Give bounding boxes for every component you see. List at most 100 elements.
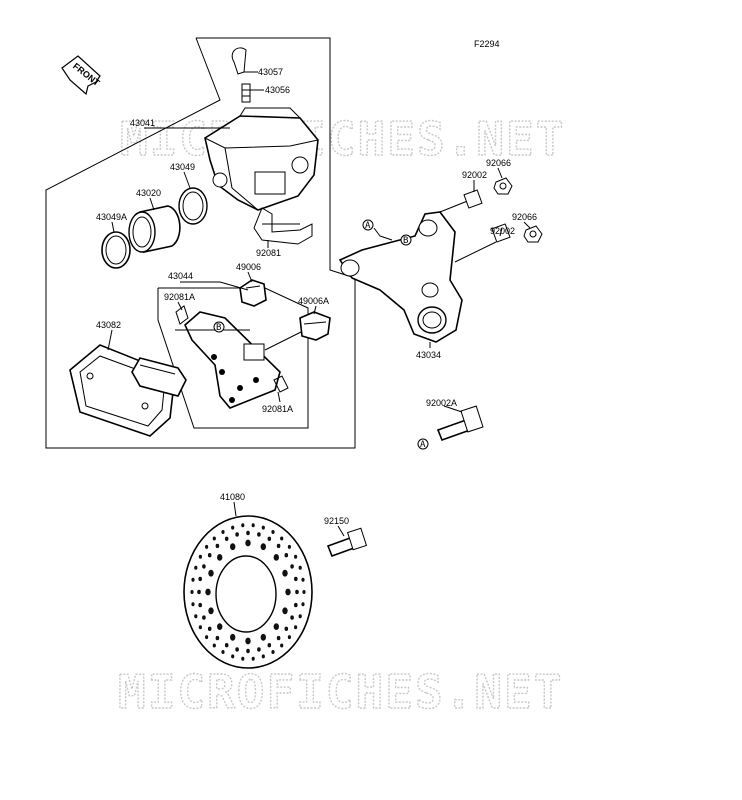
- disc-vent-hole: [246, 648, 250, 654]
- label-43082: 43082: [96, 320, 121, 330]
- svg-text:A: A: [365, 221, 371, 231]
- disc-vent-hole: [261, 654, 265, 659]
- disc-vent-hole: [230, 543, 236, 551]
- label-92081: 92081: [256, 248, 281, 258]
- disc-vent-hole: [205, 544, 209, 549]
- disc-vent-hole: [294, 625, 298, 630]
- label-92081A-top: 92081A: [164, 292, 195, 302]
- label-43034: 43034: [416, 350, 441, 360]
- watermark-bottom: MICROFICHES.NET: [118, 665, 563, 719]
- clip-92081A-bottom: [273, 375, 289, 393]
- disc-vent-hole: [298, 565, 302, 570]
- disc-vent-hole: [295, 589, 299, 595]
- label-49006A: 49006A: [298, 296, 329, 306]
- label-43049: 43049: [170, 162, 195, 172]
- label-92081A-bottom: 92081A: [262, 404, 293, 414]
- disc-vent-hole: [197, 589, 201, 595]
- disc-vent-hole: [284, 553, 289, 558]
- disc-vent-hole: [301, 577, 305, 582]
- disc-vent-hole: [191, 577, 195, 582]
- disc-vent-hole: [215, 543, 220, 549]
- piston: [128, 205, 181, 253]
- disc-vent-hole: [251, 656, 255, 661]
- disc-vent-hole: [271, 650, 275, 654]
- label-43056: 43056: [265, 85, 290, 95]
- label-92002-top: 92002: [462, 170, 487, 180]
- disc-vent-hole: [301, 602, 305, 607]
- brake-pads: [69, 344, 187, 437]
- caliper-body: [204, 107, 319, 211]
- disc-vent-hole: [198, 554, 202, 559]
- caliper-bracket: [338, 211, 463, 343]
- label-43057: 43057: [258, 67, 283, 77]
- disc-vent-hole: [290, 615, 294, 620]
- front-arrow-icon: FRONT: [61, 55, 102, 96]
- label-43049A: 43049A: [96, 212, 127, 222]
- disc-vent-hole: [302, 590, 306, 594]
- bleeder-valve: [241, 83, 251, 103]
- disc-vent-hole: [230, 633, 236, 641]
- bolt-92002A: [436, 405, 484, 442]
- disc-vent-hole: [273, 623, 279, 630]
- disc-vent-hole: [194, 614, 198, 619]
- disc-vent-hole: [282, 607, 288, 615]
- leader-lines: [107, 71, 531, 537]
- disc-vent-hole: [207, 626, 212, 631]
- disc-vent-hole: [245, 637, 251, 645]
- part-labels: 43057 43056 43041 43049 43020 43049A 920…: [96, 67, 537, 526]
- disc-vent-hole: [241, 656, 245, 661]
- disc-vent-hole: [261, 525, 265, 530]
- disc-vent-hole: [231, 525, 235, 530]
- disc-vent-hole: [241, 523, 245, 528]
- caliper-assembly-outline: [45, 37, 356, 449]
- disc-vent-hole: [245, 539, 251, 547]
- disc-bolt-92150: [326, 527, 368, 558]
- disc-vent-hole: [276, 635, 281, 641]
- disc-vent-hole: [207, 553, 212, 558]
- disc-vent-hole: [202, 564, 206, 569]
- disc-vent-hole: [198, 576, 202, 582]
- disc-vent-hole: [215, 635, 220, 641]
- clip-92081A-top: [175, 305, 189, 325]
- label-49006: 49006: [236, 262, 261, 272]
- disc-vent-hole: [280, 536, 284, 541]
- disc-vent-hole: [208, 569, 214, 577]
- disc-vent-hole: [212, 536, 216, 541]
- disc-vent-hole: [224, 643, 229, 648]
- disc-vent-hole: [190, 590, 194, 594]
- disc-vent-hole: [205, 588, 211, 596]
- label-92150: 92150: [324, 516, 349, 526]
- disc-vent-hole: [285, 588, 291, 596]
- disc-vent-hole: [260, 543, 266, 551]
- watermark-top: MICROFICHES.NET: [120, 112, 565, 166]
- label-41080: 41080: [220, 492, 245, 502]
- disc-vent-hole: [212, 643, 216, 648]
- label-92066-mid: 92066: [512, 212, 537, 222]
- dust-seal: [101, 231, 131, 269]
- disc-vent-hole: [208, 607, 214, 615]
- disc-vent-hole: [284, 626, 289, 631]
- label-92002-mid: 92002: [490, 226, 515, 236]
- disc-vent-hole: [235, 647, 239, 652]
- disc-vent-hole: [287, 544, 291, 549]
- brake-disc: [183, 515, 313, 669]
- disc-vent-hole: [198, 625, 202, 630]
- nut-92066-top: [493, 177, 513, 195]
- disc-vent-hole: [224, 536, 229, 541]
- disc-vent-hole: [267, 536, 272, 541]
- disc-vent-hole: [298, 614, 302, 619]
- svg-text:B: B: [216, 323, 221, 333]
- label-43044: 43044: [168, 271, 193, 281]
- disc-vent-hole: [257, 532, 261, 537]
- piston-seal: [178, 187, 208, 225]
- disc-vent-hole: [282, 569, 288, 577]
- nut-92066-mid: [523, 225, 543, 243]
- label-92066-top: 92066: [486, 158, 511, 168]
- disc-vent-hole: [294, 602, 298, 608]
- disc-vent-hole: [287, 635, 291, 640]
- disc-vent-hole: [235, 532, 239, 537]
- disc-vent-hole: [294, 576, 298, 582]
- disc-vent-hole: [198, 602, 202, 608]
